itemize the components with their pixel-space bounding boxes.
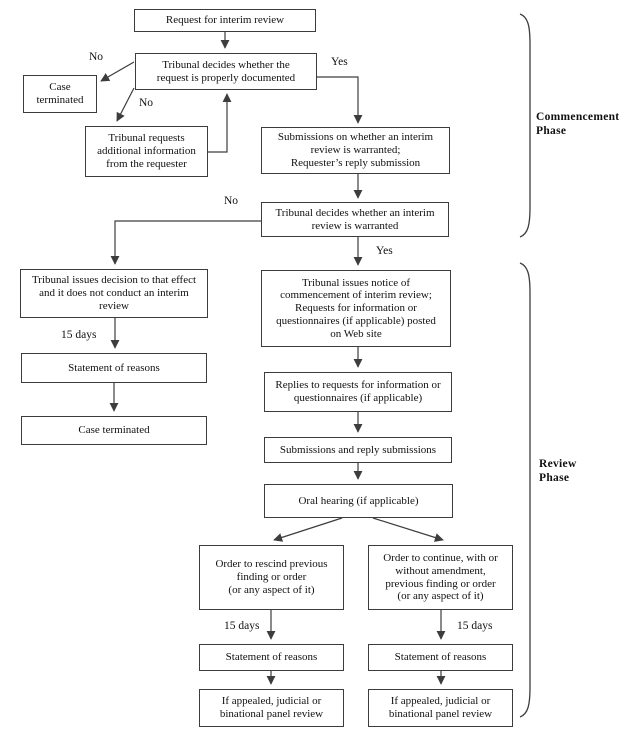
- commencement-phase-bracket: [519, 13, 531, 238]
- arrow-yes-to-submissions: [317, 76, 363, 124]
- node-request-for-interim-review: Request for interim review: [134, 9, 316, 32]
- node-if-appealed-right: If appealed, judicial or binational pane…: [368, 689, 513, 727]
- edge-label-15-days-rescind: 15 days: [224, 620, 260, 632]
- arrow-oral-to-order-rescind: [273, 517, 343, 542]
- arrow-additional-back-to-decides: [208, 93, 232, 153]
- node-replies-to-requests: Replies to requests for information or q…: [264, 372, 452, 412]
- edge-label-15-days-left: 15 days: [61, 329, 97, 341]
- node-statement-of-reasons-left: Statement of reasons: [21, 353, 207, 383]
- node-statement-of-reasons-rescind: Statement of reasons: [199, 644, 344, 671]
- node-decides-whether-warranted: Tribunal decides whether an interim revi…: [261, 202, 449, 237]
- node-statement-of-reasons-continue: Statement of reasons: [368, 644, 513, 671]
- node-order-to-rescind: Order to rescind previous finding or ord…: [199, 545, 344, 610]
- edge-label-no-warranted: No: [224, 195, 239, 207]
- arrow-oral-to-order-continue: [372, 517, 444, 542]
- review-phase-bracket: [519, 262, 531, 718]
- arrow-no-to-case-terminated: [100, 61, 135, 82]
- commencement-phase-label: Commencement Phase: [536, 111, 620, 137]
- arrow-no-to-issues-decision: [110, 220, 261, 265]
- node-submissions-and-reply-submissions: Submissions and reply submissions: [264, 437, 452, 463]
- node-oral-hearing: Oral hearing (if applicable): [264, 484, 453, 518]
- node-decides-properly-documented: Tribunal decides whether the request is …: [135, 53, 317, 90]
- node-case-terminated-bottom: Case terminated: [21, 416, 207, 445]
- node-if-appealed-left: If appealed, judicial or binational pane…: [199, 689, 344, 727]
- edge-label-no-incomplete: No: [139, 97, 154, 109]
- node-submissions-whether-warranted: Submissions on whether an interim review…: [261, 127, 450, 174]
- review-phase-label: Review Phase: [539, 458, 577, 484]
- edge-label-yes-warranted: Yes: [376, 245, 393, 257]
- edge-label-15-days-continue: 15 days: [457, 620, 493, 632]
- arrow-no-to-requests-additional: [116, 87, 135, 122]
- edge-label-yes-documented: Yes: [331, 56, 348, 68]
- edge-label-no-documented: No: [89, 51, 104, 63]
- node-order-to-continue: Order to continue, with or without amend…: [368, 545, 513, 610]
- node-issues-notice-of-commencement: Tribunal issues notice of commencement o…: [261, 270, 451, 347]
- node-issues-decision-no-interim-review: Tribunal issues decision to that effect …: [20, 269, 208, 318]
- node-requests-additional-information: Tribunal requests additional information…: [85, 126, 208, 177]
- node-case-terminated-top: Case terminated: [23, 75, 97, 113]
